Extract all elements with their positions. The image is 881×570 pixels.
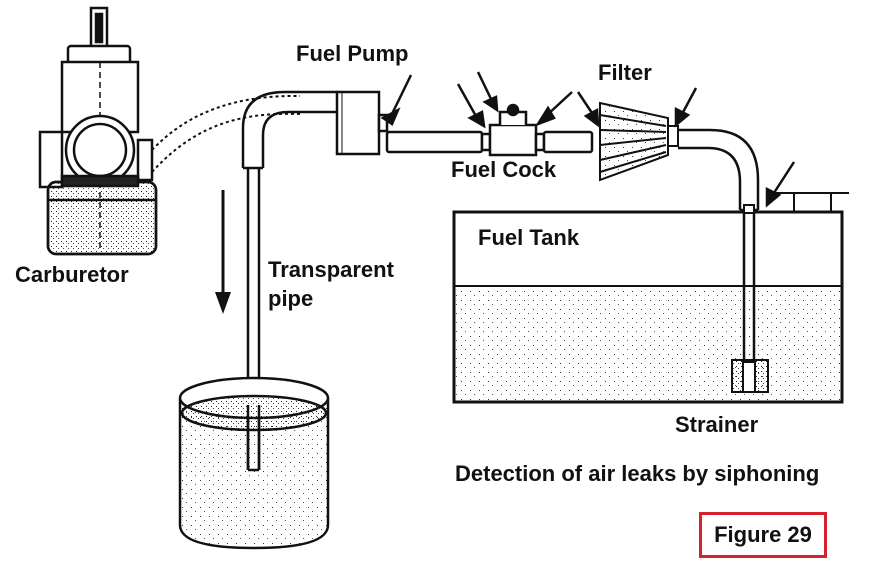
figure-label-box: Figure 29 [699, 512, 827, 558]
fuel-hose-carburetor [151, 94, 301, 173]
fuel-hose-tank [678, 128, 760, 212]
fuel-tank [452, 192, 849, 404]
fuel-pump-label: Fuel Pump [296, 41, 409, 66]
strainer [731, 359, 769, 393]
fuel-hose-cock [542, 130, 594, 154]
fuel-tank-label: Fuel Tank [478, 225, 580, 250]
fuel-cock [488, 103, 546, 157]
fuel-hose-pump [377, 113, 492, 154]
transparent-pipe-label-line2: pipe [268, 286, 314, 311]
carburetor-label: Carburetor [15, 262, 129, 287]
fuel-pump [335, 90, 381, 156]
leak-check-arrows [380, 71, 796, 208]
strainer-label: Strainer [675, 412, 759, 437]
fuel-cock-label: Fuel Cock [451, 157, 557, 182]
flow-down-arrow [215, 190, 231, 314]
caption: Detection of air leaks by siphoning [455, 461, 820, 486]
filter-label: Filter [598, 60, 652, 85]
bucket [178, 376, 330, 550]
figure-label: Figure 29 [714, 522, 812, 547]
carburetor [38, 6, 158, 256]
transparent-pipe-label-line1: Transparent [268, 257, 394, 282]
fuel-filter [599, 101, 679, 182]
